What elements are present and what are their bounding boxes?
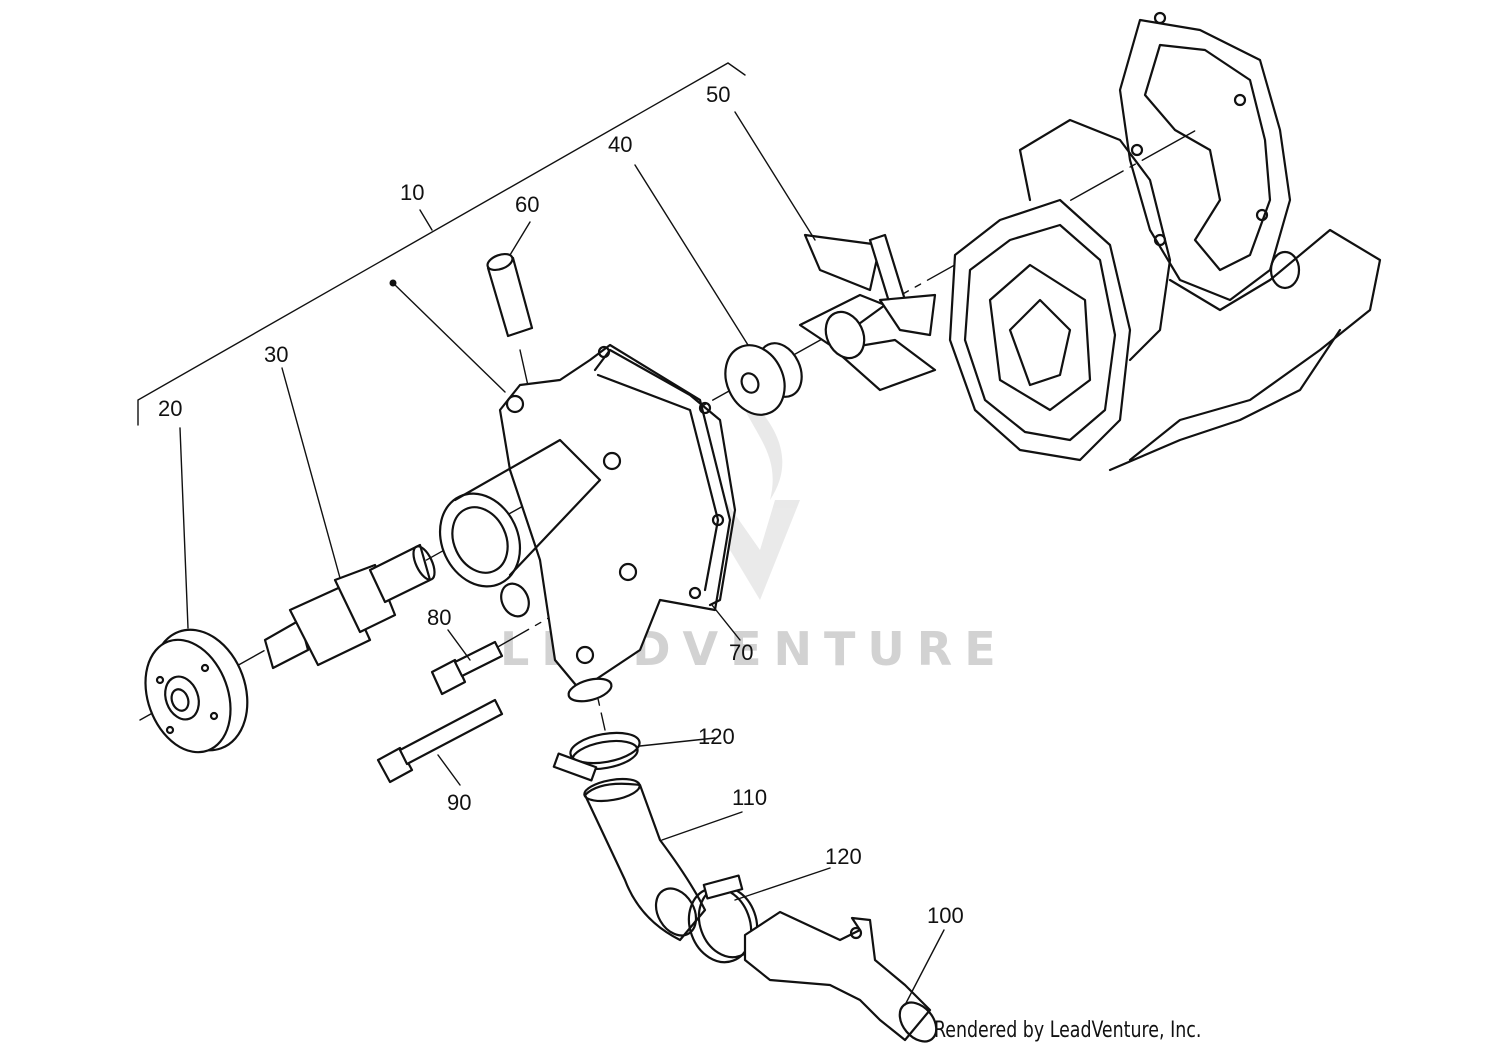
label-20: 20	[158, 396, 182, 421]
shaft-bearing	[263, 543, 436, 670]
pump-housing	[438, 343, 732, 703]
pulley-flange	[144, 628, 249, 754]
engine-block	[948, 11, 1382, 472]
leader-lines	[179, 111, 945, 1006]
hose-clamp-lower	[687, 874, 759, 964]
label-50: 50	[706, 82, 730, 107]
label-30: 30	[264, 342, 288, 367]
part-labels: 10 20 30 40 50 60 70 80 90 100 110 120 1…	[158, 82, 964, 928]
label-100: 100	[927, 903, 964, 928]
label-110: 110	[732, 785, 767, 810]
label-40: 40	[608, 132, 632, 157]
label-80: 80	[427, 605, 451, 630]
bolt-long	[376, 698, 504, 784]
label-10: 10	[400, 180, 424, 205]
label-90: 90	[447, 790, 471, 815]
pin	[486, 252, 534, 338]
seal	[724, 342, 803, 416]
label-60: 60	[515, 192, 539, 217]
label-120-upper: 120	[698, 724, 735, 749]
assembly-bracket	[137, 62, 746, 426]
hose-clamp-upper	[552, 731, 641, 782]
bolt-short	[430, 640, 504, 696]
outlet-pipe	[743, 910, 938, 1043]
hose	[583, 777, 707, 942]
label-70: 70	[729, 640, 753, 665]
credit-text: Rendered by LeadVenture, Inc.	[934, 1018, 1202, 1043]
impeller	[798, 233, 937, 392]
label-120-lower: 120	[825, 844, 862, 869]
gasket	[593, 348, 737, 607]
